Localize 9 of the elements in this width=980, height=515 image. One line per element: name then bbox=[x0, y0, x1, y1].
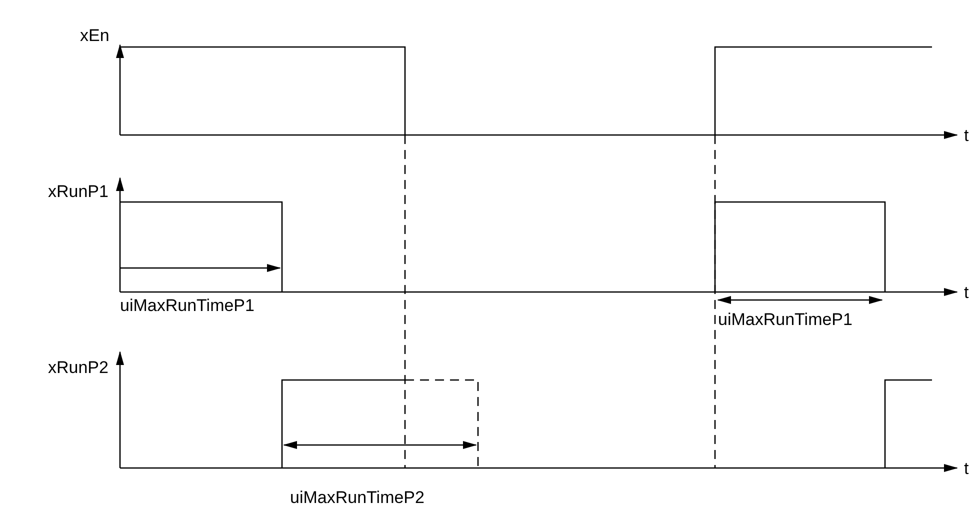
axis-label: t bbox=[964, 283, 969, 303]
dimension-label: uiMaxRunTimeP2 bbox=[290, 488, 424, 508]
signal-name: xRunP1 bbox=[48, 182, 108, 202]
signal-name: xEn bbox=[80, 26, 110, 46]
dimension-label: uiMaxRunTimeP1 bbox=[120, 296, 254, 316]
signal-name: xRunP2 bbox=[48, 358, 108, 378]
axis-label: t bbox=[964, 459, 969, 479]
dimension-label: uiMaxRunTimeP1 bbox=[718, 310, 852, 330]
axis-label: t bbox=[964, 126, 969, 146]
